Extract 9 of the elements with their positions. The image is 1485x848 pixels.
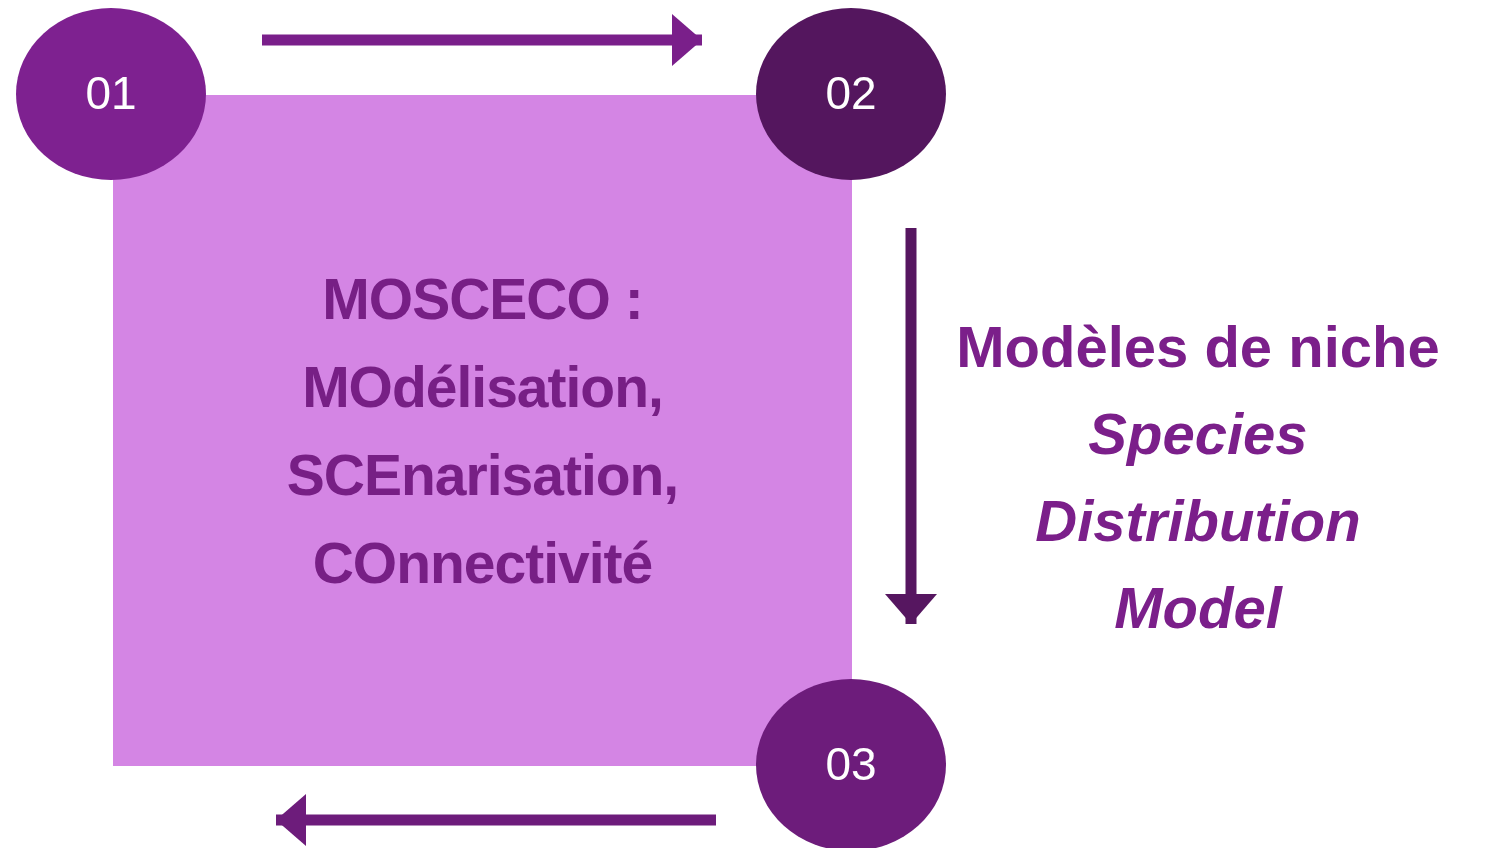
step-number: 01: [85, 70, 137, 116]
title-text: MOSCECO : MOdélisation, SCEnarisation, COnnectivité: [285, 265, 680, 597]
step-number: 03: [825, 741, 877, 787]
step-number: 02: [825, 70, 877, 116]
arrow: [276, 794, 716, 846]
arrow: [262, 14, 702, 66]
heading-text: Modèles de niche: [956, 313, 1440, 381]
arrow: [885, 228, 937, 624]
subtitle-text: Species Distribution Model: [1034, 400, 1362, 642]
